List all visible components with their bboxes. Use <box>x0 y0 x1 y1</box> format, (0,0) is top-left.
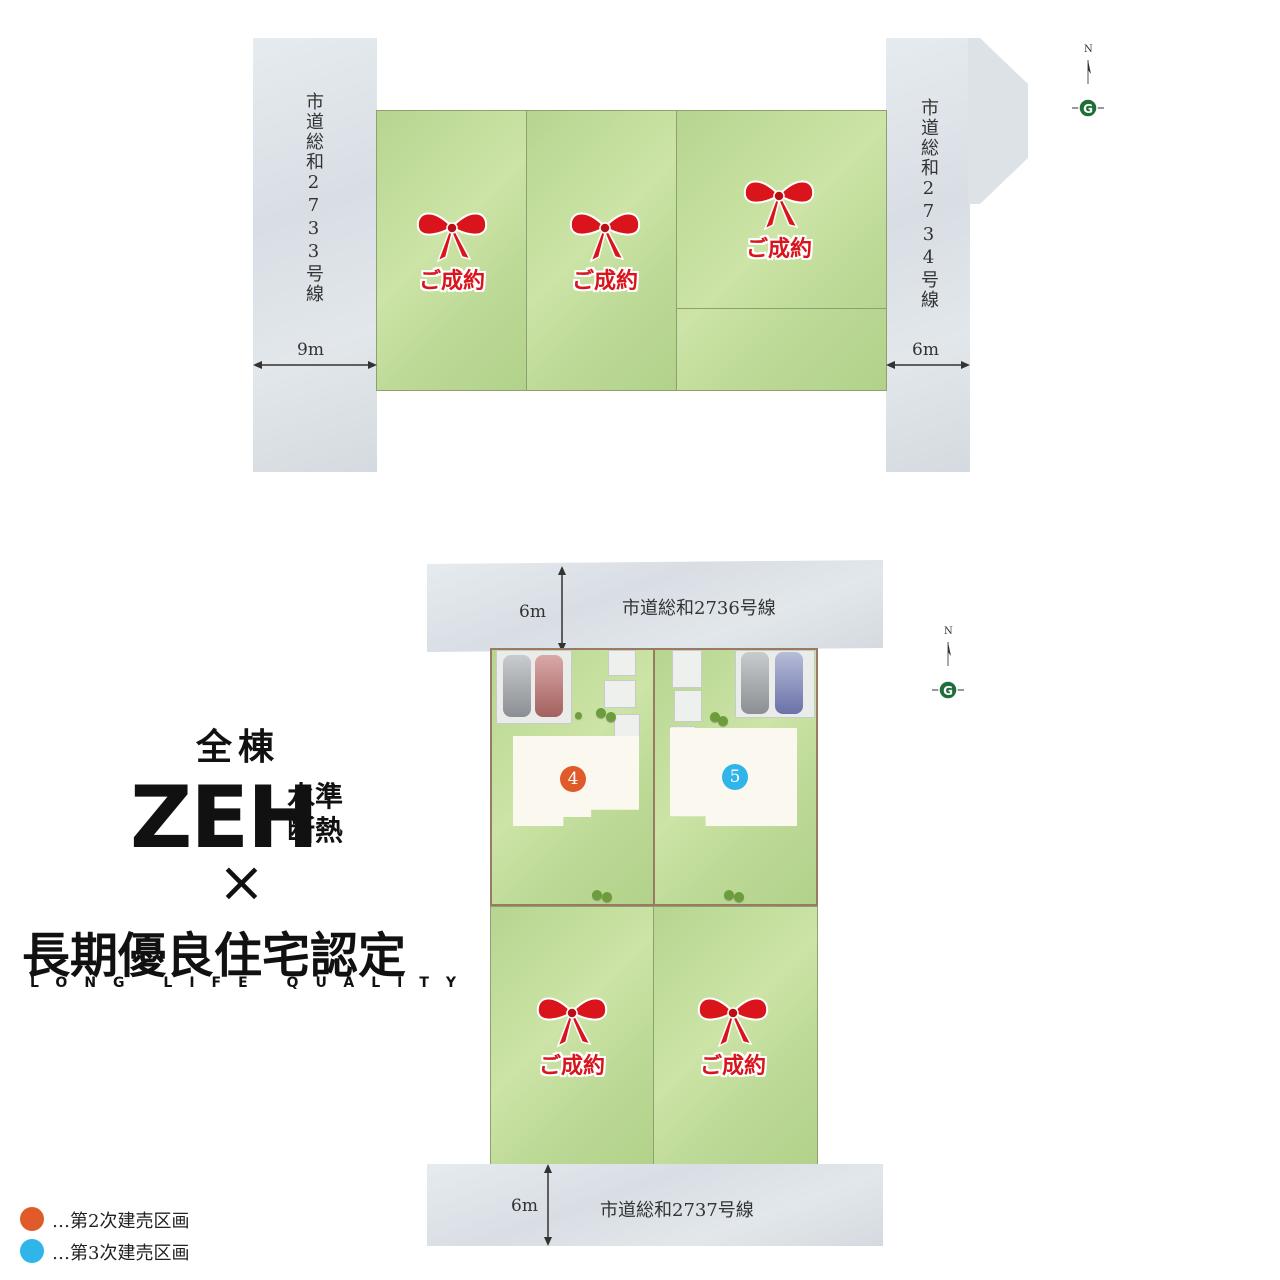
ribbon-icon <box>416 212 488 263</box>
sold-ribbon-bottom-2: ご成約 <box>678 990 788 1100</box>
road-right-label: 市道総和2734号線 <box>918 98 939 310</box>
ribbon-icon <box>697 997 769 1048</box>
dim-arrow-top <box>558 566 566 652</box>
road-bottom-2737 <box>427 1164 883 1246</box>
sold-label: ご成約 <box>418 269 485 294</box>
dim-bottom-6m: 6m <box>511 1196 538 1216</box>
car-blue-lot5 <box>775 652 803 714</box>
lot4-path-3 <box>614 714 640 738</box>
car-red-lot4 <box>535 655 563 717</box>
legend-text-3rd: …第3次建売区画 <box>52 1243 190 1264</box>
bush <box>592 890 602 900</box>
road-left-2733 <box>253 38 377 472</box>
banner-all-units: 全棟 <box>196 727 281 768</box>
bottom-lot-sold-1[interactable] <box>490 906 655 1166</box>
svg-text:G: G <box>943 684 953 698</box>
car-gray-lot5 <box>741 652 769 714</box>
bush <box>602 892 612 902</box>
compass-bottom: N G <box>928 626 968 706</box>
bush <box>718 716 728 726</box>
compass-top: N G <box>1068 44 1108 124</box>
legend-text-2nd: …第2次建売区画 <box>52 1211 190 1232</box>
compass-icon: G <box>1072 60 1104 118</box>
road-right-corner <box>968 38 1028 204</box>
legend-dot-3rd <box>20 1239 44 1263</box>
bush <box>734 892 744 902</box>
road-left-label: 市道総和2733号線 <box>303 92 324 304</box>
compass-icon: G <box>932 642 964 700</box>
banner-times: × <box>218 850 265 915</box>
car-gray-lot4 <box>503 655 531 717</box>
road-bottom-label: 市道総和2737号線 <box>600 1200 754 1221</box>
ribbon-icon <box>743 180 815 231</box>
banner-zeh-sub2: 断熱 <box>287 814 344 847</box>
dim-arrow-right <box>886 361 970 369</box>
banner-zeh-sub1: 水準 <box>287 780 344 813</box>
lot5-path-2 <box>674 690 702 722</box>
top-lot-3[interactable] <box>676 110 887 391</box>
dim-arrow-left <box>253 361 377 369</box>
lot4-path-2 <box>604 680 636 708</box>
legend-dot-2nd <box>20 1207 44 1231</box>
dim-arrow-bottom <box>544 1164 552 1246</box>
lot4-path-1 <box>608 650 636 676</box>
lot-marker-4[interactable]: 4 <box>560 766 586 792</box>
lot-marker-5[interactable]: 5 <box>722 764 748 790</box>
dim-left-9m: 9m <box>297 340 324 360</box>
sold-label: ご成約 <box>538 1054 605 1079</box>
sold-label: ご成約 <box>571 269 638 294</box>
bush <box>606 712 616 722</box>
sold-ribbon-top-2: ご成約 <box>550 205 660 315</box>
bush <box>596 708 606 718</box>
bush <box>724 890 734 900</box>
dim-top-6m: 6m <box>519 602 546 622</box>
dim-right-6m: 6m <box>912 340 939 360</box>
banner-zeh: ZEH <box>130 768 319 868</box>
top-lot-2[interactable] <box>526 110 678 391</box>
lot5-path-1 <box>672 650 702 688</box>
banner-long-life: 長期優良住宅認定 <box>22 928 407 984</box>
ribbon-icon <box>536 997 608 1048</box>
banner-long-life-en: LONG LIFE QUALITY <box>30 975 474 991</box>
svg-text:G: G <box>1083 102 1093 116</box>
sold-ribbon-top-1: ご成約 <box>397 205 507 315</box>
sold-label: ご成約 <box>699 1054 766 1079</box>
bush <box>710 712 720 722</box>
top-lot-3-divider <box>676 308 887 309</box>
road-right-2734 <box>886 38 970 472</box>
sold-ribbon-bottom-1: ご成約 <box>517 990 627 1100</box>
compass-north-label: N <box>1084 44 1093 55</box>
sold-label: ご成約 <box>745 237 812 262</box>
bottom-lot-sold-2[interactable] <box>653 906 818 1166</box>
road-top-label: 市道総和2736号線 <box>622 598 776 619</box>
ribbon-icon <box>569 212 641 263</box>
bush <box>575 712 582 719</box>
compass-north-label: N <box>944 626 953 637</box>
sold-ribbon-top-3: ご成約 <box>724 173 834 283</box>
